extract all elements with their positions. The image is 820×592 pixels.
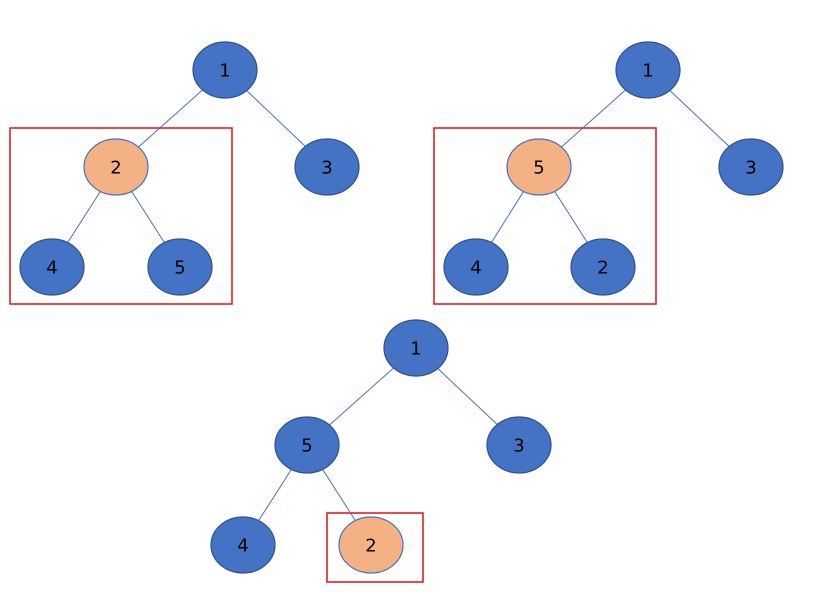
tree-2-edge — [553, 189, 589, 245]
node-label: 1 — [410, 339, 421, 360]
tree-1-highlight-box — [9, 127, 233, 305]
node-circle — [718, 138, 784, 196]
tree-1-edge — [66, 189, 102, 245]
tree-1-edge — [130, 189, 166, 245]
node-circle — [486, 416, 552, 474]
node-circle — [294, 138, 360, 196]
node-label: 2 — [365, 536, 376, 557]
node-label: 4 — [46, 258, 57, 279]
node-label: 4 — [470, 258, 481, 279]
tree-1-edge — [244, 88, 308, 149]
node-label: 3 — [321, 158, 332, 179]
tree-1-node: 2 — [83, 138, 149, 196]
tree-1-node: 4 — [19, 238, 85, 296]
node-circle — [147, 238, 213, 296]
tree-2-edge — [667, 88, 732, 149]
node-circle — [338, 516, 404, 574]
tree-3-edge — [257, 467, 293, 523]
node-label: 5 — [533, 158, 544, 179]
node-label: 1 — [642, 61, 653, 82]
node-circle — [615, 41, 681, 99]
tree-2-edge — [559, 88, 628, 149]
tree-3-node: 3 — [486, 416, 552, 474]
node-label: 2 — [597, 258, 608, 279]
tree-3-highlight-box — [326, 512, 424, 583]
tree-3-edge — [327, 366, 396, 427]
tree-2-node: 3 — [718, 138, 784, 196]
tree-1-edge — [136, 88, 205, 149]
tree-3-node: 2 — [338, 516, 404, 574]
tree-2-edge — [489, 189, 526, 245]
tree-2-highlight-box — [433, 127, 657, 305]
tree-1-node: 5 — [147, 238, 213, 296]
edges-layer — [66, 88, 732, 523]
node-label: 3 — [745, 158, 756, 179]
node-circle — [19, 238, 85, 296]
node-circle — [570, 238, 636, 296]
tree-3-edge — [435, 366, 500, 427]
tree-3-node: 5 — [274, 416, 340, 474]
highlight-boxes-layer — [9, 127, 657, 583]
tree-2-node: 1 — [615, 41, 681, 99]
tree-1-node: 1 — [192, 41, 258, 99]
nodes-layer: 1 2 3 4 5 1 5 3 4 2 1 5 3 4 2 — [19, 41, 784, 574]
tree-1-node: 3 — [294, 138, 360, 196]
node-circle — [274, 416, 340, 474]
node-label: 5 — [301, 436, 312, 457]
node-label: 3 — [513, 436, 524, 457]
node-circle — [506, 138, 572, 196]
tree-3-node: 4 — [210, 516, 276, 574]
node-label: 1 — [219, 61, 230, 82]
node-circle — [192, 41, 258, 99]
node-circle — [383, 319, 449, 377]
node-label: 5 — [174, 258, 185, 279]
node-circle — [210, 516, 276, 574]
node-circle — [443, 238, 509, 296]
tree-3-node: 1 — [383, 319, 449, 377]
tree-2-node: 5 — [506, 138, 572, 196]
node-label: 4 — [237, 536, 248, 557]
node-label: 2 — [110, 158, 121, 179]
tree-2-node: 2 — [570, 238, 636, 296]
tree-2-node: 4 — [443, 238, 509, 296]
node-circle — [83, 138, 149, 196]
